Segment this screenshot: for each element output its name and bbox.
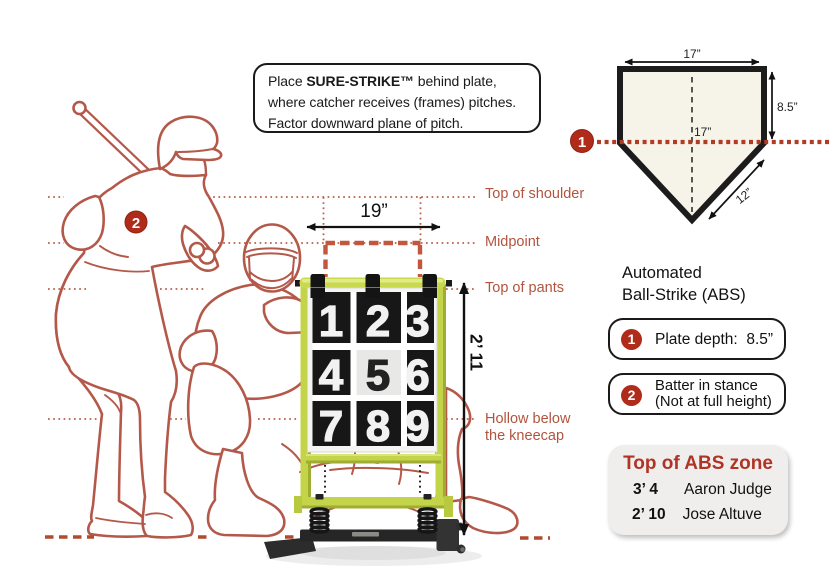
svg-text:8.5”: 8.5” <box>777 100 798 114</box>
svg-text:17”: 17” <box>683 47 700 61</box>
svg-text:1: 1 <box>578 134 586 151</box>
svg-text:12”: 12” <box>733 185 755 207</box>
svg-text:4: 4 <box>319 351 344 400</box>
svg-text:9: 9 <box>405 402 429 451</box>
svg-text:17”: 17” <box>694 125 711 139</box>
svg-text:6: 6 <box>405 351 429 400</box>
svg-text:3: 3 <box>405 297 429 346</box>
svg-text:2: 2 <box>366 297 390 346</box>
svg-text:5: 5 <box>366 351 390 400</box>
svg-text:8: 8 <box>366 402 390 451</box>
svg-text:1: 1 <box>319 297 343 346</box>
svg-text:2: 2 <box>132 215 140 232</box>
svg-text:7: 7 <box>319 402 343 451</box>
